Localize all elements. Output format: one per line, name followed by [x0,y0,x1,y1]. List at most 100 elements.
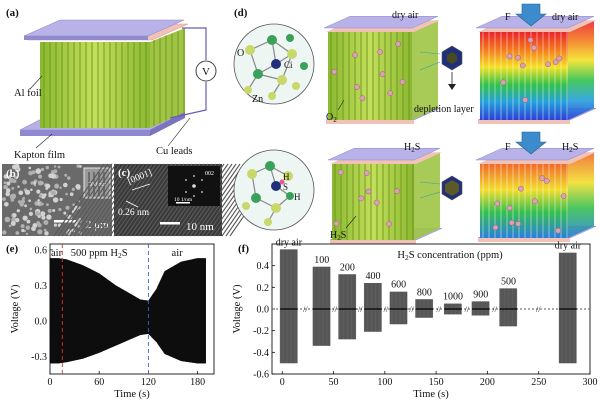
chart-f-segment-label: dry air [555,241,582,252]
tem-scale-bar [160,222,180,225]
depletion-layer-label: depletion layer [414,104,474,115]
strain-cube-h2s [475,148,597,242]
chart-f-segment-label: 200 [340,262,355,273]
chart-f-axis-break: // [465,305,470,314]
sem-scale-bar [54,220,76,223]
panel-a-tag: (a) [6,7,19,19]
atom-o-label: O [237,48,244,59]
chart-f-y-tick-label: 0.0 [257,305,270,316]
chart-e-y-tick-label: 0.6 [35,245,48,256]
chart-f-x-tick-label: 200 [480,377,495,388]
h2s-label: H2S [330,230,346,242]
chart-f-title: H2S concentration (ppm) [397,250,503,262]
chart-f-axis-break: // [492,305,497,314]
chart-f-axis-break: // [303,305,308,314]
chart-f-segment-label: 900 [473,289,488,300]
chart-f-x-axis-label: Time (s) [413,389,449,400]
chart-e-y-tick-label: 0.0 [35,316,48,327]
tem-scale-label: 10 nm [186,221,214,233]
chart-f-segment [499,288,518,327]
o2-label: O2 [326,112,337,124]
cu-lead-top [182,27,207,60]
atom-h1-label: H [283,172,290,182]
env-top-right-label: dry air [552,12,579,23]
chart-f-segment-label: dry air [276,237,303,248]
nanowire-array-side [150,28,185,128]
nanowire-array-front [40,42,150,128]
chart-f-segment [559,252,577,364]
chart-e-x-tick-label: 60 [94,377,104,388]
panel-e-tag: (e) [6,243,19,255]
strain-cube-dry-air [475,16,597,124]
chart-f-axis-break: // [384,305,389,314]
chart-f-y-tick-label: -0.6 [253,370,269,381]
chart-f-segment-label: 1000 [443,292,463,303]
chart-f-y-tick-label: 0.4 [257,261,270,272]
chart-e-x-tick-label: 120 [141,377,156,388]
chart-e-x-tick-label: 0 [48,377,53,388]
chart-e-y-axis-label: Voltage (V) [10,284,21,334]
force-top-label: F [505,12,511,23]
chart-f-x-tick-label: 150 [429,377,444,388]
chart-f-x-tick-label: 100 [377,377,392,388]
chart-f-y-tick-label: -0.2 [253,326,269,337]
atom-ci-label: Ci [284,60,293,70]
saed-scale-label: 10 1/nm [174,197,193,203]
chart-f-x-tick-label: 50 [329,377,339,388]
chart-f-segment-label: 100 [314,255,329,266]
chart-e-annotation: 500 ppm H2S [71,248,128,260]
chart-f-axis-break: // [332,305,337,314]
panel-c-tag: (c) [118,167,131,179]
chart-f: (f) 0 50 100 150 200 250 300 -0.6 -0.4 -0.2 0.0 0.2… [232,237,598,400]
atom-zn-label: Zn [252,94,263,105]
chart-f-segment [280,249,298,364]
env-bottom-left-label: H2S [404,142,420,154]
kapton-film-label: Kapton film [14,150,65,161]
chart-f-x-tick-label: 250 [531,377,546,388]
panel-c: (c) [0001] 0.26 nm 002 10 1/nm 10 nm [53,163,281,237]
chart-f-axis-break: // [436,305,441,314]
chart-f-y-tick-label: 0.2 [257,283,270,294]
panel-d-tag: (d) [234,7,248,19]
chart-e-signal-envelope [50,258,206,364]
chart-f-segment [313,266,331,346]
chart-f-segment-label: 600 [391,280,406,291]
chart-f-axis-break: // [409,305,414,314]
chart-f-y-axis-label: Voltage (V) [232,284,243,334]
panel-b: (b) 200 nm 2 μm [2,163,112,236]
chart-e-annotation: air [51,248,63,259]
saed-spot-label: 002 [205,171,214,177]
cu-leads-label: Cu leads [156,146,192,157]
atom-h2-label: H [294,192,301,202]
chart-e-x-tick-label: 180 [190,377,205,388]
nanowire-cube-h2s [327,148,443,244]
force-arrow-top [515,3,547,27]
chart-f-x-tick-label: 300 [583,377,598,388]
chart-e-annotation: air [172,248,184,259]
kapton-film-edge [20,130,150,136]
chart-e-x-axis-label: Time (s) [114,389,150,400]
chart-f-x-tick-label: 0 [280,377,285,388]
atom-s-label: S [283,182,288,192]
chart-e-y-tick-label: 0.3 [35,281,48,292]
env-bottom-right-label: H2S [562,142,578,154]
chart-f-segment [364,283,382,332]
panel-a: (a) V Al foil Kapton film Cu leads [6,7,217,161]
cu-lead-bottom [169,82,207,119]
tem-spacing-label: 0.26 nm [118,208,150,218]
panel-d: (d) O Zn Ci dry air O2 depletion layer F… [233,3,597,244]
chart-f-segment [338,274,357,340]
force-bottom-label: F [505,142,511,153]
panel-f-tag: (f) [238,243,249,255]
panel-b-tag: (b) [6,168,20,180]
chart-f-segment-label: 400 [366,271,381,282]
chart-f-y-tick-label: -0.4 [253,348,269,359]
chart-f-segment-label: 500 [501,276,516,287]
al-foil-label: Al foil [14,88,42,99]
chart-f-segment-label: 800 [417,287,432,298]
chart-f-axis-break: // [536,305,541,314]
force-arrow-bottom [515,131,547,155]
env-top-left-label: dry air [392,10,419,21]
